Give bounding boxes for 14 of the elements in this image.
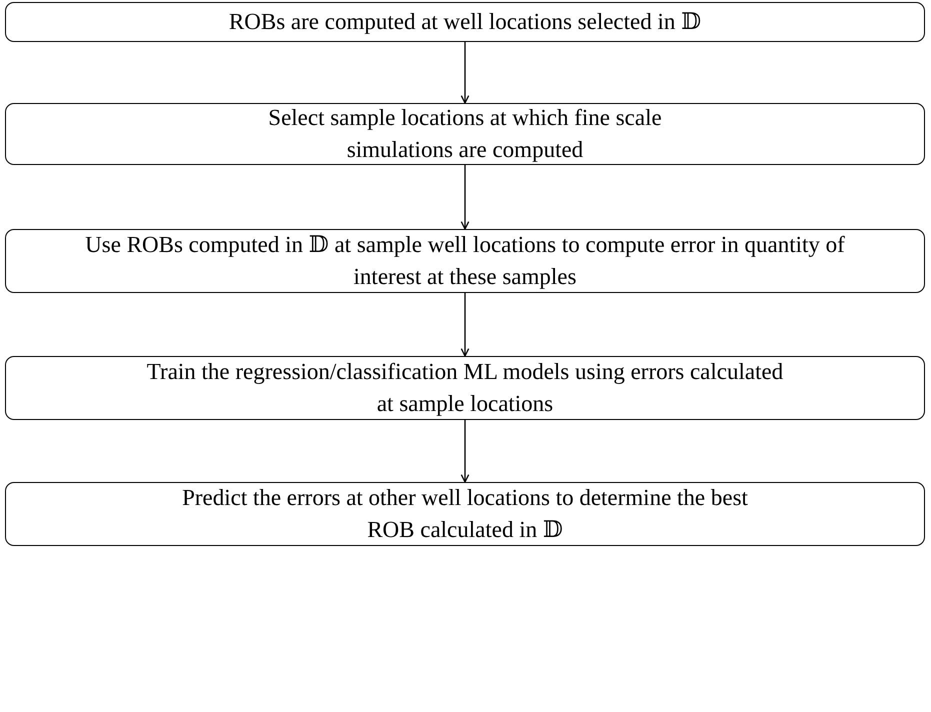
process-box (5, 103, 925, 165)
arrow (460, 293, 470, 357)
step-text: Train the regression/classification ML models using errors calculated at sample locations (146, 358, 784, 418)
arrow (460, 420, 470, 483)
process-box (5, 2, 925, 42)
process-box (5, 356, 925, 420)
process-box (5, 229, 925, 293)
step-text: ROBs are computed at well locations selected in 𝔻 (228, 8, 702, 36)
step-text: Use ROBs computed in 𝔻 at sample well locations to compute error in quantity of interest at these samples (84, 231, 846, 291)
step-text: Select sample locations at which fine scale simulations are computed (267, 104, 663, 164)
arrow (460, 165, 470, 230)
arrow (460, 42, 470, 104)
step-text: Predict the errors at other well locations to determine the best ROB calculated in 𝔻 (181, 484, 749, 544)
process-box (5, 482, 925, 546)
